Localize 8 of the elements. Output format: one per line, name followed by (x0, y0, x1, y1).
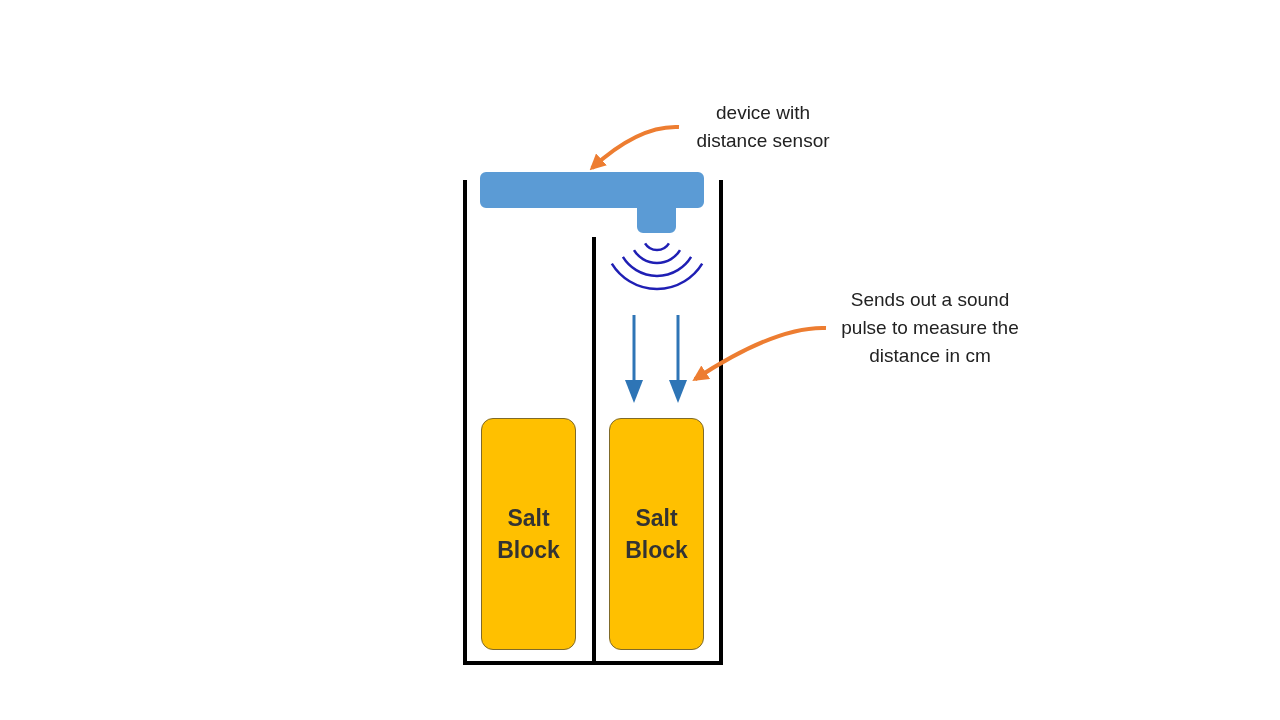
leader-line (589, 125, 679, 171)
annotation-text: Sends out a sound pulse to measure the distance in cm (840, 288, 1020, 368)
sensor-device-drawing (480, 172, 704, 233)
salt-block: Salt Block (609, 418, 704, 650)
leader-line (692, 326, 826, 381)
annotation-text: device with distance sensor (695, 101, 831, 153)
downward-arrows-drawing (623, 313, 689, 405)
salt-block: Salt Block (481, 418, 576, 650)
